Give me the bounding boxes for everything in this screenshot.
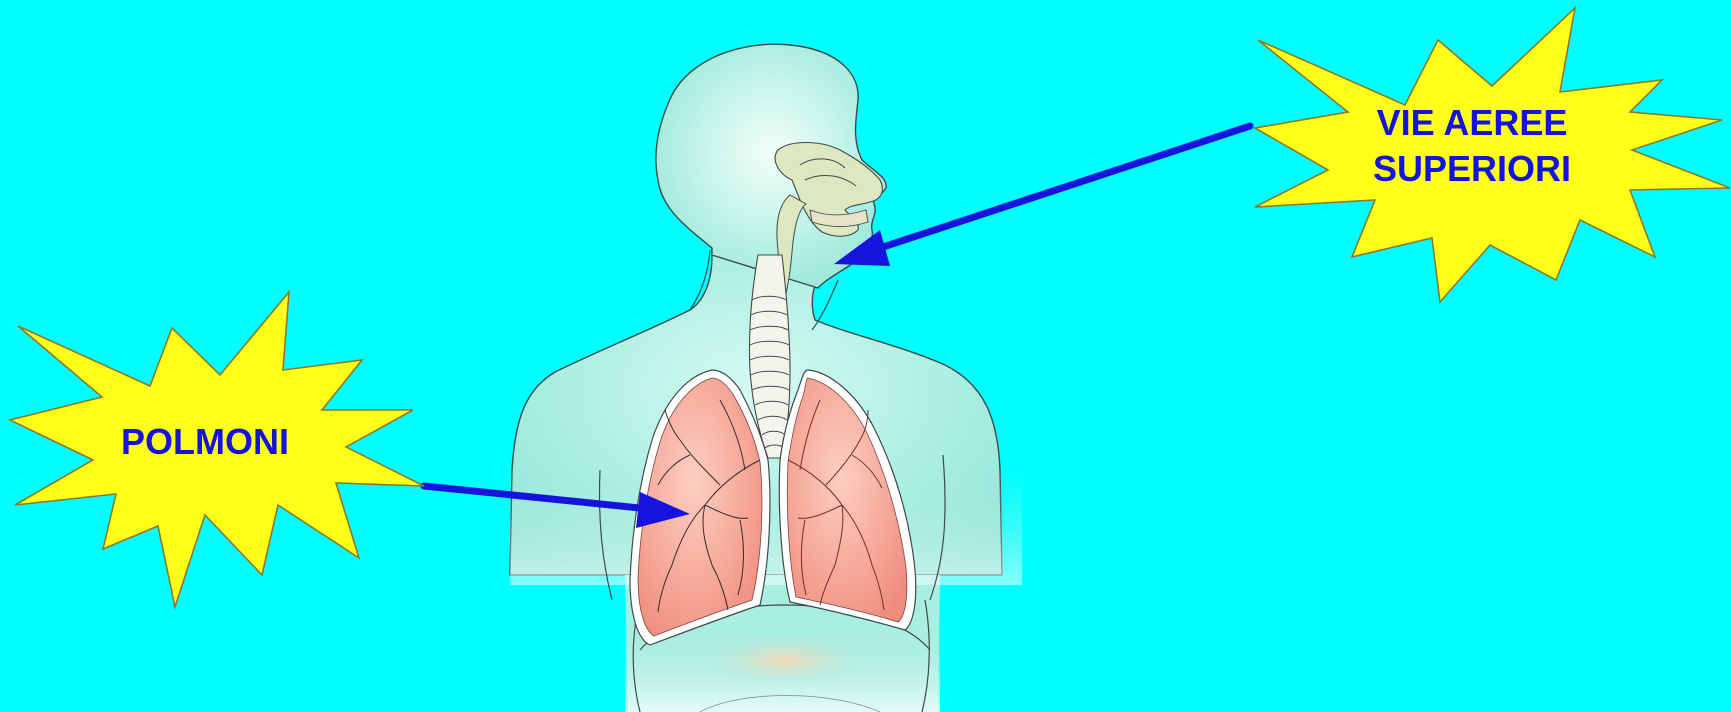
starburst-lungs: POLMONI bbox=[10, 292, 424, 607]
human-torso-figure bbox=[510, 44, 1022, 712]
arrow-shaft-upper-airways bbox=[880, 126, 1250, 248]
arrow-to-upper-airways bbox=[834, 126, 1250, 266]
label-upper-airways-line-2: SUPERIORI bbox=[1373, 148, 1571, 189]
label-upper-airways-line-1: VIE AEREE bbox=[1377, 102, 1568, 143]
label-lungs: POLMONI bbox=[121, 421, 289, 462]
starburst-upper-airways: VIE AEREE SUPERIORI bbox=[1255, 8, 1730, 302]
belly-glow bbox=[695, 630, 875, 690]
